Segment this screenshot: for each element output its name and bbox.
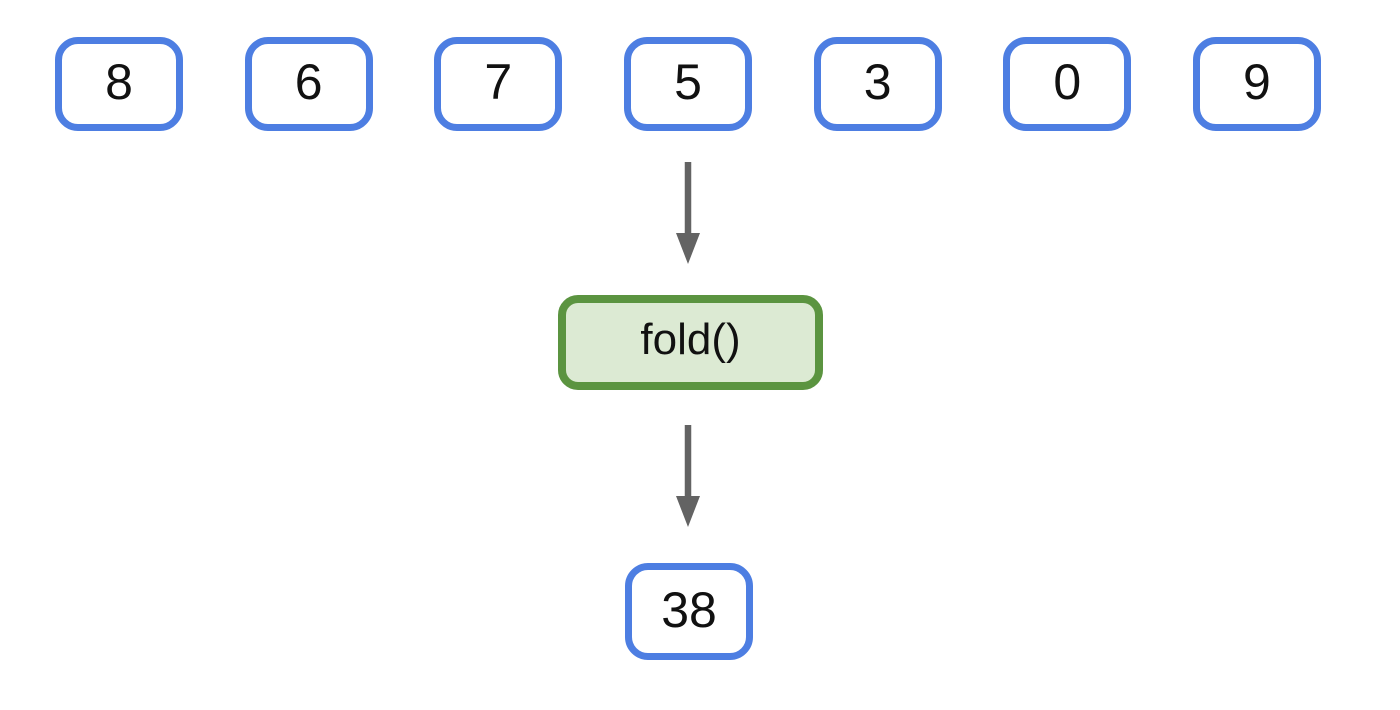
input-value-box: 9 — [1192, 37, 1321, 131]
input-value-box: 3 — [813, 37, 942, 131]
input-values-row: 8 6 7 5 3 0 9 — [55, 37, 1321, 131]
input-value-label: 5 — [674, 54, 702, 110]
input-value-box: 0 — [1003, 37, 1132, 131]
input-value-label: 3 — [863, 54, 892, 110]
result-value-box: 38 — [625, 563, 753, 660]
input-value-label: 9 — [1243, 54, 1271, 110]
fold-operation-box: fold() — [558, 295, 823, 390]
input-value-box: 8 — [55, 37, 183, 131]
result-value-label: 38 — [661, 581, 717, 638]
input-value-box: 5 — [623, 37, 752, 131]
input-value-box: 6 — [244, 37, 373, 131]
arrow-down-icon — [676, 162, 700, 264]
input-value-label: 7 — [484, 54, 513, 110]
fold-operation-label: fold() — [640, 314, 741, 364]
input-value-label: 6 — [294, 54, 323, 110]
input-value-label: 8 — [105, 54, 133, 110]
input-value-label: 0 — [1053, 54, 1082, 110]
arrow-down-icon — [676, 425, 700, 527]
input-value-box: 7 — [434, 37, 563, 131]
